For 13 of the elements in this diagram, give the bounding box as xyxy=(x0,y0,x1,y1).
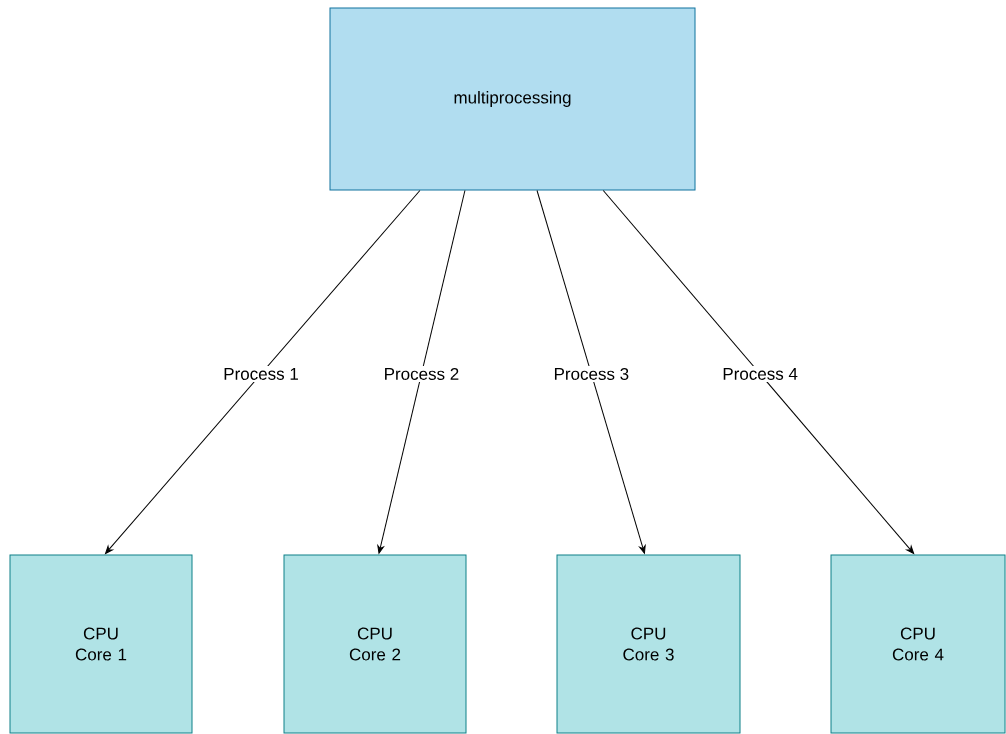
arrow xyxy=(602,190,915,554)
edge-label: Process 1 xyxy=(221,366,301,382)
edge-label: Process 4 xyxy=(720,366,800,382)
module-box: multiprocessing xyxy=(329,7,696,191)
core-box: CPU Core 4 xyxy=(830,554,1006,734)
arrow xyxy=(377,190,466,554)
edge-label: Process 2 xyxy=(381,365,462,382)
core-box: CPU Core 3 xyxy=(556,554,741,734)
core-box: CPU Core 2 xyxy=(283,554,467,734)
core-box: CPU Core 1 xyxy=(9,554,193,734)
edge-label: Process 3 xyxy=(551,365,632,382)
arrow xyxy=(536,190,646,554)
arrow xyxy=(105,190,421,554)
